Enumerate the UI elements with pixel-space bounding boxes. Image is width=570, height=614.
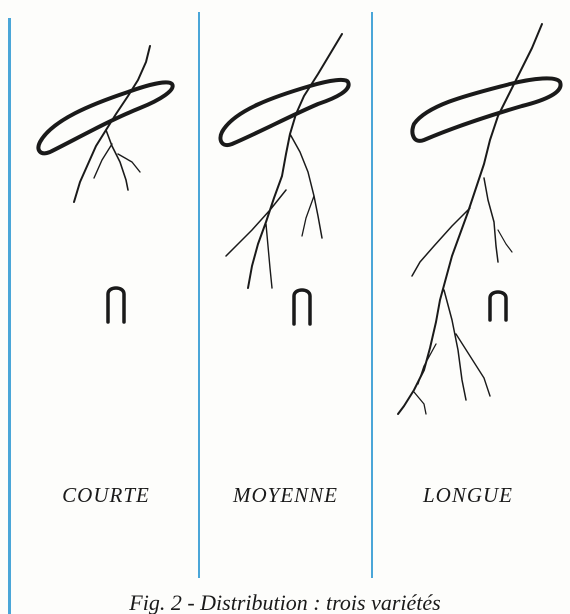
nerve-branch-courte-1 [106,130,128,190]
nerve-branch-moyenne-3 [266,224,272,288]
vessel-longue [412,78,560,141]
pin-marker-moyenne [294,290,310,324]
panel-moyenne-drawing [220,34,348,324]
panel-label-courte: COURTE [14,483,198,508]
nerve-branch-longue-4 [456,334,490,396]
nerve-branch-moyenne-2 [226,190,286,256]
nerve-branch-courte-3 [118,154,140,172]
vessel-courte [38,82,172,153]
nerve-branch-moyenne-4 [302,196,314,236]
panel-longue-drawing [398,24,561,414]
panel-label-moyenne: MOYENNE [200,483,371,508]
figure-caption: Fig. 2 - Distribution : trois variétés [0,590,570,614]
pin-marker-courte [108,288,124,322]
nerve-branch-courte-2 [94,144,112,178]
panel-courte-drawing [38,46,172,322]
nerve-branch-longue-2 [412,208,470,276]
nerve-branch-moyenne-1 [290,134,322,238]
nerve-trunk-moyenne [248,34,342,288]
pin-marker-longue [490,292,506,320]
nerve-branch-longue-7 [498,230,512,252]
nerve-branch-longue-6 [414,392,426,414]
panel-label-longue: LONGUE [373,483,563,508]
nerve-branch-longue-1 [484,178,498,262]
vessel-moyenne [220,80,348,145]
